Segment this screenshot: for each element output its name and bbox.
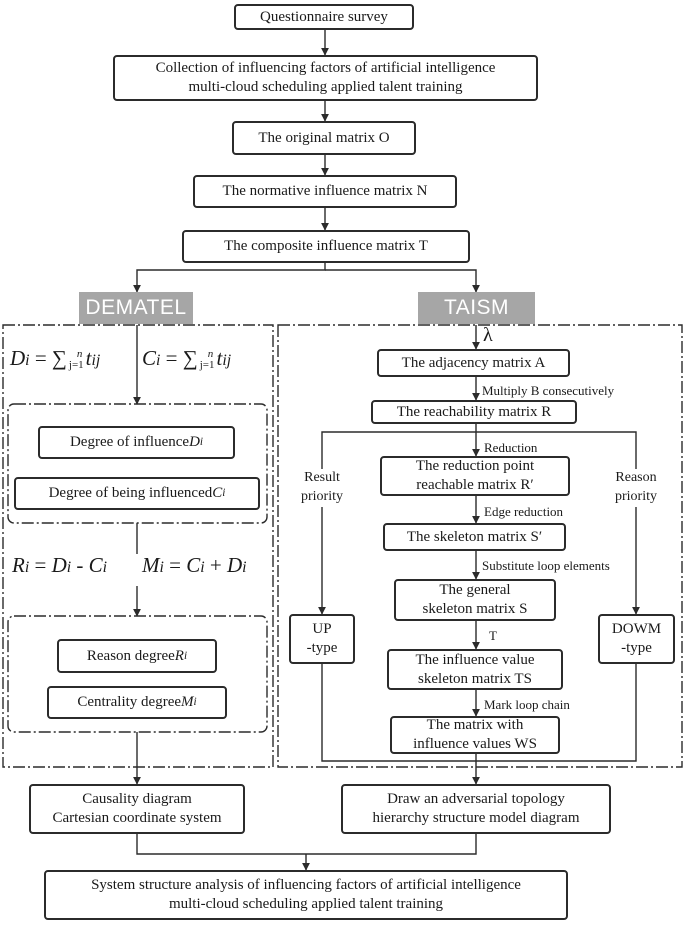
up-type-line-1: UP: [312, 621, 332, 638]
up-type-box: UP -type: [289, 614, 355, 664]
composite-matrix-text: The composite influence matrix T: [224, 238, 428, 255]
original-matrix-text: The original matrix O: [258, 129, 390, 146]
original-matrix-box: The original matrix O: [232, 121, 416, 155]
taism-tag-text: TAISM: [443, 296, 510, 319]
reduction-label: Reduction: [484, 440, 538, 455]
influence-value-line-2: skeleton matrix TS: [418, 670, 532, 687]
influence-value-line-1: The influence value: [415, 651, 535, 668]
general-skeleton-line-1: The general: [439, 582, 511, 599]
adjacency-matrix-text: The adjacency matrix A: [401, 354, 546, 371]
skeleton-matrix-box: The skeleton matrix S′: [383, 523, 566, 551]
lambda-symbol: λ: [483, 324, 493, 346]
substitute-label: Substitute loop elements: [482, 558, 610, 573]
collection-line-1: Collection of influencing factors of art…: [155, 60, 496, 77]
normative-matrix-box: The normative influence matrix N: [193, 175, 457, 208]
degree-of-influence-text: Degree of influence: [69, 434, 190, 451]
dematel-tag-text: DEMATEL: [85, 296, 187, 319]
causality-diagram-box: Causality diagram Cartesian coordinate s…: [29, 784, 245, 834]
causality-line-1: Causality diagram: [82, 791, 192, 808]
composite-matrix-box: The composite influence matrix T: [182, 230, 470, 263]
adjacency-matrix-box: The adjacency matrix A: [377, 349, 570, 377]
collection-line-2: multi-cloud scheduling applied talent tr…: [188, 79, 463, 95]
normative-matrix-text: The normative influence matrix N: [222, 183, 428, 200]
adversarial-line-2: hierarchy structure model diagram: [372, 810, 580, 826]
dowm-type-box: DOWM -type: [598, 614, 675, 664]
mark-loop-label: Mark loop chain: [484, 697, 570, 712]
system-structure-line-1: System structure analysis of influencing…: [91, 877, 521, 894]
reduction-point-box: The reduction point reachable matrix R′: [380, 456, 570, 496]
ws-matrix-line-1: The matrix with: [426, 717, 524, 734]
general-skeleton-box: The general skeleton matrix S: [394, 579, 556, 621]
taism-tag: TAISM: [418, 292, 535, 324]
reduction-point-line-1: The reduction point: [415, 458, 535, 475]
dowm-type-line-1: DOWM: [611, 621, 662, 638]
questionnaire-survey-box: Questionnaire survey: [234, 4, 414, 30]
degree-of-being-influenced-text: Degree of being influenced: [48, 485, 213, 502]
ws-matrix-line-2: influence values WS: [413, 736, 537, 752]
influence-value-box: The influence value skeleton matrix TS: [387, 649, 563, 690]
up-type-line-2: -type: [306, 640, 338, 656]
formula-m: Mi = Ci + Di: [142, 553, 247, 577]
general-skeleton-line-2: skeleton matrix S: [422, 601, 528, 617]
system-structure-box: System structure analysis of influencing…: [44, 870, 568, 920]
reason-degree-text: Reason degree: [86, 647, 175, 664]
reachability-matrix-text: The reachability matrix R: [396, 403, 552, 420]
formula-r: Ri = Di - Ci: [12, 553, 108, 577]
centrality-degree-text: Centrality degree: [77, 694, 182, 711]
multiply-label: Multiply B consecutively: [482, 383, 615, 398]
causality-line-2: Cartesian coordinate system: [52, 810, 222, 826]
ws-matrix-box: The matrix with influence values WS: [390, 716, 560, 754]
adversarial-model-box: Draw an adversarial topology hierarchy s…: [341, 784, 611, 834]
collection-box: Collection of influencing factors of art…: [113, 55, 538, 101]
reduction-point-line-2: reachable matrix R′: [416, 477, 534, 493]
adversarial-line-1: Draw an adversarial topology: [387, 791, 565, 808]
dowm-type-line-2: -type: [621, 640, 652, 656]
questionnaire-survey-text: Questionnaire survey: [260, 8, 388, 25]
reachability-matrix-box: The reachability matrix R: [371, 400, 577, 424]
t-label: T: [489, 628, 497, 643]
system-structure-line-2: multi-cloud scheduling applied talent tr…: [168, 896, 444, 912]
skeleton-matrix-text: The skeleton matrix S′: [406, 528, 543, 545]
edge-reduction-label: Edge reduction: [484, 504, 564, 519]
dematel-tag: DEMATEL: [79, 292, 193, 324]
